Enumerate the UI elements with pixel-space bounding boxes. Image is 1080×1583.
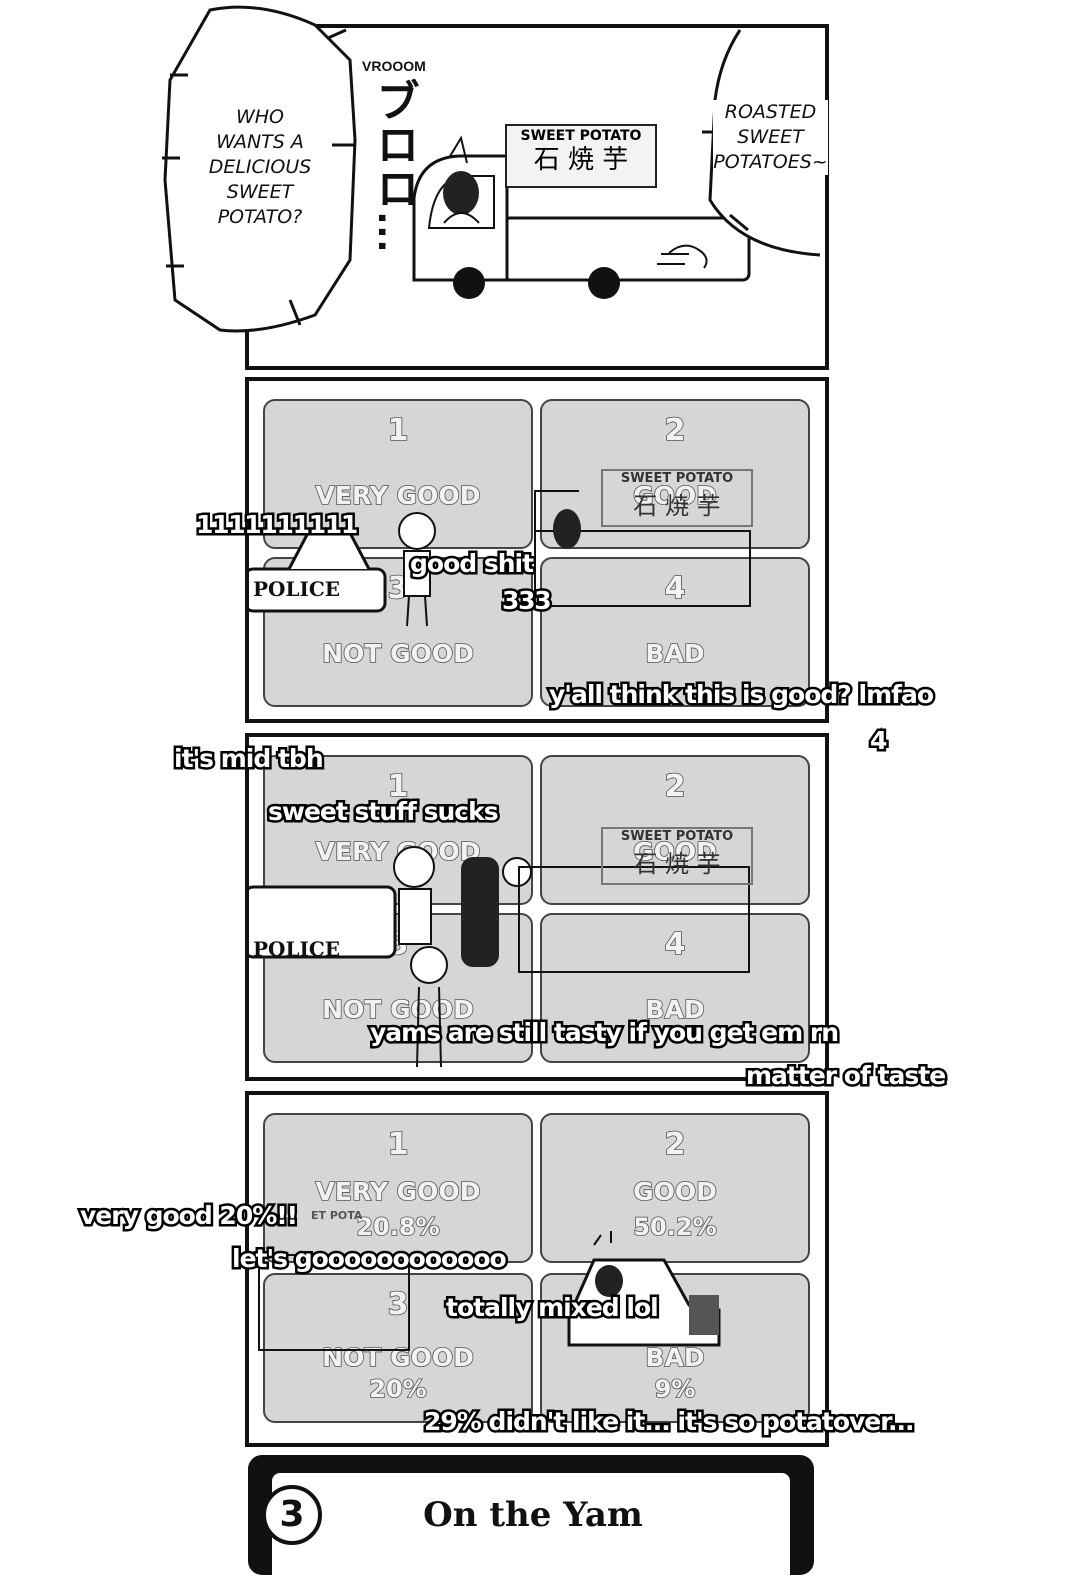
- option-label: GOOD: [632, 836, 717, 867]
- kanji-2: 焼: [665, 492, 689, 520]
- option-label: NOT GOOD: [321, 994, 474, 1025]
- panel-2: 1 VERY GOOD 2 GOOD 3 NOT GOOD 4 BAD POLI…: [245, 377, 829, 723]
- overlay-comment-7: sweet stuff sucks: [266, 797, 502, 827]
- option-label: VERY GOOD: [315, 1176, 482, 1207]
- option-number: 2: [664, 1126, 686, 1163]
- overlay-comment-12: totally mixed lol: [444, 1293, 662, 1323]
- kanji-3: 芋: [696, 850, 721, 878]
- truck-sign-kanji: 石 焼 芋: [603, 486, 751, 521]
- option-label: BAD: [645, 638, 706, 669]
- option-label: VERY GOOD: [315, 480, 482, 511]
- truck-sign-kanji: 石 焼 芋: [507, 144, 655, 176]
- survey-option-4: 4 BAD: [540, 913, 810, 1063]
- overlay-comment-11: let's goooooooooooo: [230, 1244, 510, 1274]
- survey-option-1: 1 VERY GOOD: [263, 399, 533, 549]
- truck-sign-title: SWEET POTATO: [620, 829, 734, 844]
- overlay-comment-5: 4: [867, 726, 890, 756]
- chapter-number-badge: 3: [262, 1485, 322, 1545]
- police-car-text: POLICE: [253, 577, 341, 601]
- kanji-3: 芋: [602, 145, 629, 175]
- overlay-comment-13: 29% didn't like it... it's so potatover.…: [422, 1407, 918, 1437]
- truck-sign: SWEET POTATO 石 焼 芋: [505, 124, 657, 188]
- option-number: 2: [664, 768, 686, 805]
- option-number: 1: [387, 1126, 409, 1163]
- overlay-comment-2: good shit: [407, 549, 536, 579]
- kanji-1: 石: [533, 145, 560, 175]
- truck-sign-partial: ET POTA: [311, 1209, 363, 1222]
- kanji-1: 石: [633, 850, 658, 878]
- police-car-text: POLICE: [253, 937, 341, 961]
- truck-sign-title: SWEET POTATO: [520, 128, 642, 144]
- option-percent: 9%: [654, 1374, 696, 1404]
- survey-option-2: 2 GOOD: [540, 755, 810, 905]
- speech-text-left: WHO WANTS A DELICIOUS SWEET POTATO?: [208, 106, 312, 228]
- survey-option-1: 1 VERY GOOD 20.8%: [263, 1113, 533, 1263]
- option-label: GOOD: [632, 1176, 717, 1207]
- survey-option-2: 2 GOOD 50.2%: [540, 1113, 810, 1263]
- option-label: BAD: [645, 1342, 706, 1373]
- survey-option-3: 3 NOT GOOD 20%: [263, 1273, 533, 1423]
- speech-bubble-left: [162, 5, 357, 333]
- option-percent: 50.2%: [633, 1212, 718, 1242]
- survey-option-2: 2 GOOD: [540, 399, 810, 549]
- truck-sign-title: SWEET POTATO: [620, 471, 734, 486]
- option-label: NOT GOOD: [321, 638, 474, 669]
- overlay-comment-8: yams are still tasty if you get em rn: [367, 1018, 841, 1048]
- panel-3: 1 VERY GOOD 2 GOOD 3 NOT GOOD 4 BAD POLI…: [245, 733, 829, 1081]
- option-number: 4: [664, 570, 686, 607]
- kanji-2: 焼: [665, 850, 689, 878]
- option-percent: 20.8%: [356, 1212, 441, 1242]
- kanji-3: 芋: [696, 492, 721, 520]
- truck-sign: SWEET POTATO 石 焼 芋: [601, 469, 753, 527]
- police-stop-illustration: [249, 490, 751, 627]
- truck-sign-kanji: 石 焼 芋: [603, 844, 751, 879]
- police-questioning-illustration: [249, 846, 750, 1068]
- sfx-vroom-large: ブロロ…: [369, 78, 418, 254]
- overlay-comment-3: 3 3 3: [500, 586, 555, 616]
- truck-sign: SWEET POTATO 石 焼 芋: [601, 827, 753, 885]
- option-number: 1: [387, 412, 409, 449]
- option-label: BAD: [645, 994, 706, 1025]
- kanji-1: 石: [633, 492, 658, 520]
- speech-text-right: ROASTED SWEET POTATOES~: [713, 100, 828, 175]
- option-number: 1: [387, 768, 409, 805]
- kanji-2: 焼: [567, 145, 594, 175]
- overlay-comment-6: it's mid tbh: [172, 744, 327, 774]
- chapter-title-card: 3 On the Yam: [248, 1455, 814, 1583]
- overlay-comment-10: very good 20%!!: [77, 1201, 300, 1231]
- option-percent: 20%: [368, 1374, 427, 1404]
- survey-option-4: 4 BAD: [540, 557, 810, 707]
- option-label: GOOD: [632, 480, 717, 511]
- option-label: NOT GOOD: [321, 1342, 474, 1373]
- option-number: 4: [664, 926, 686, 963]
- overlay-comment-1: 1 1 1 1 1 1 1 1 1 1: [193, 510, 360, 540]
- sfx-vroom-small: VROOOM: [362, 58, 426, 74]
- sweet-potato-truck-illustration: [412, 135, 751, 299]
- police-car-chase-illustration: [258, 1231, 721, 1351]
- option-number: 2: [664, 412, 686, 449]
- panel-4: 1 VERY GOOD 20.8% 2 GOOD 50.2% 3 NOT GOO…: [245, 1091, 829, 1447]
- overlay-comment-9: matter of taste: [743, 1061, 948, 1091]
- option-number: 3: [387, 1286, 409, 1323]
- overlay-comment-4: y'all think this is good? lmfao: [546, 680, 936, 710]
- chapter-title: On the Yam: [423, 1495, 643, 1535]
